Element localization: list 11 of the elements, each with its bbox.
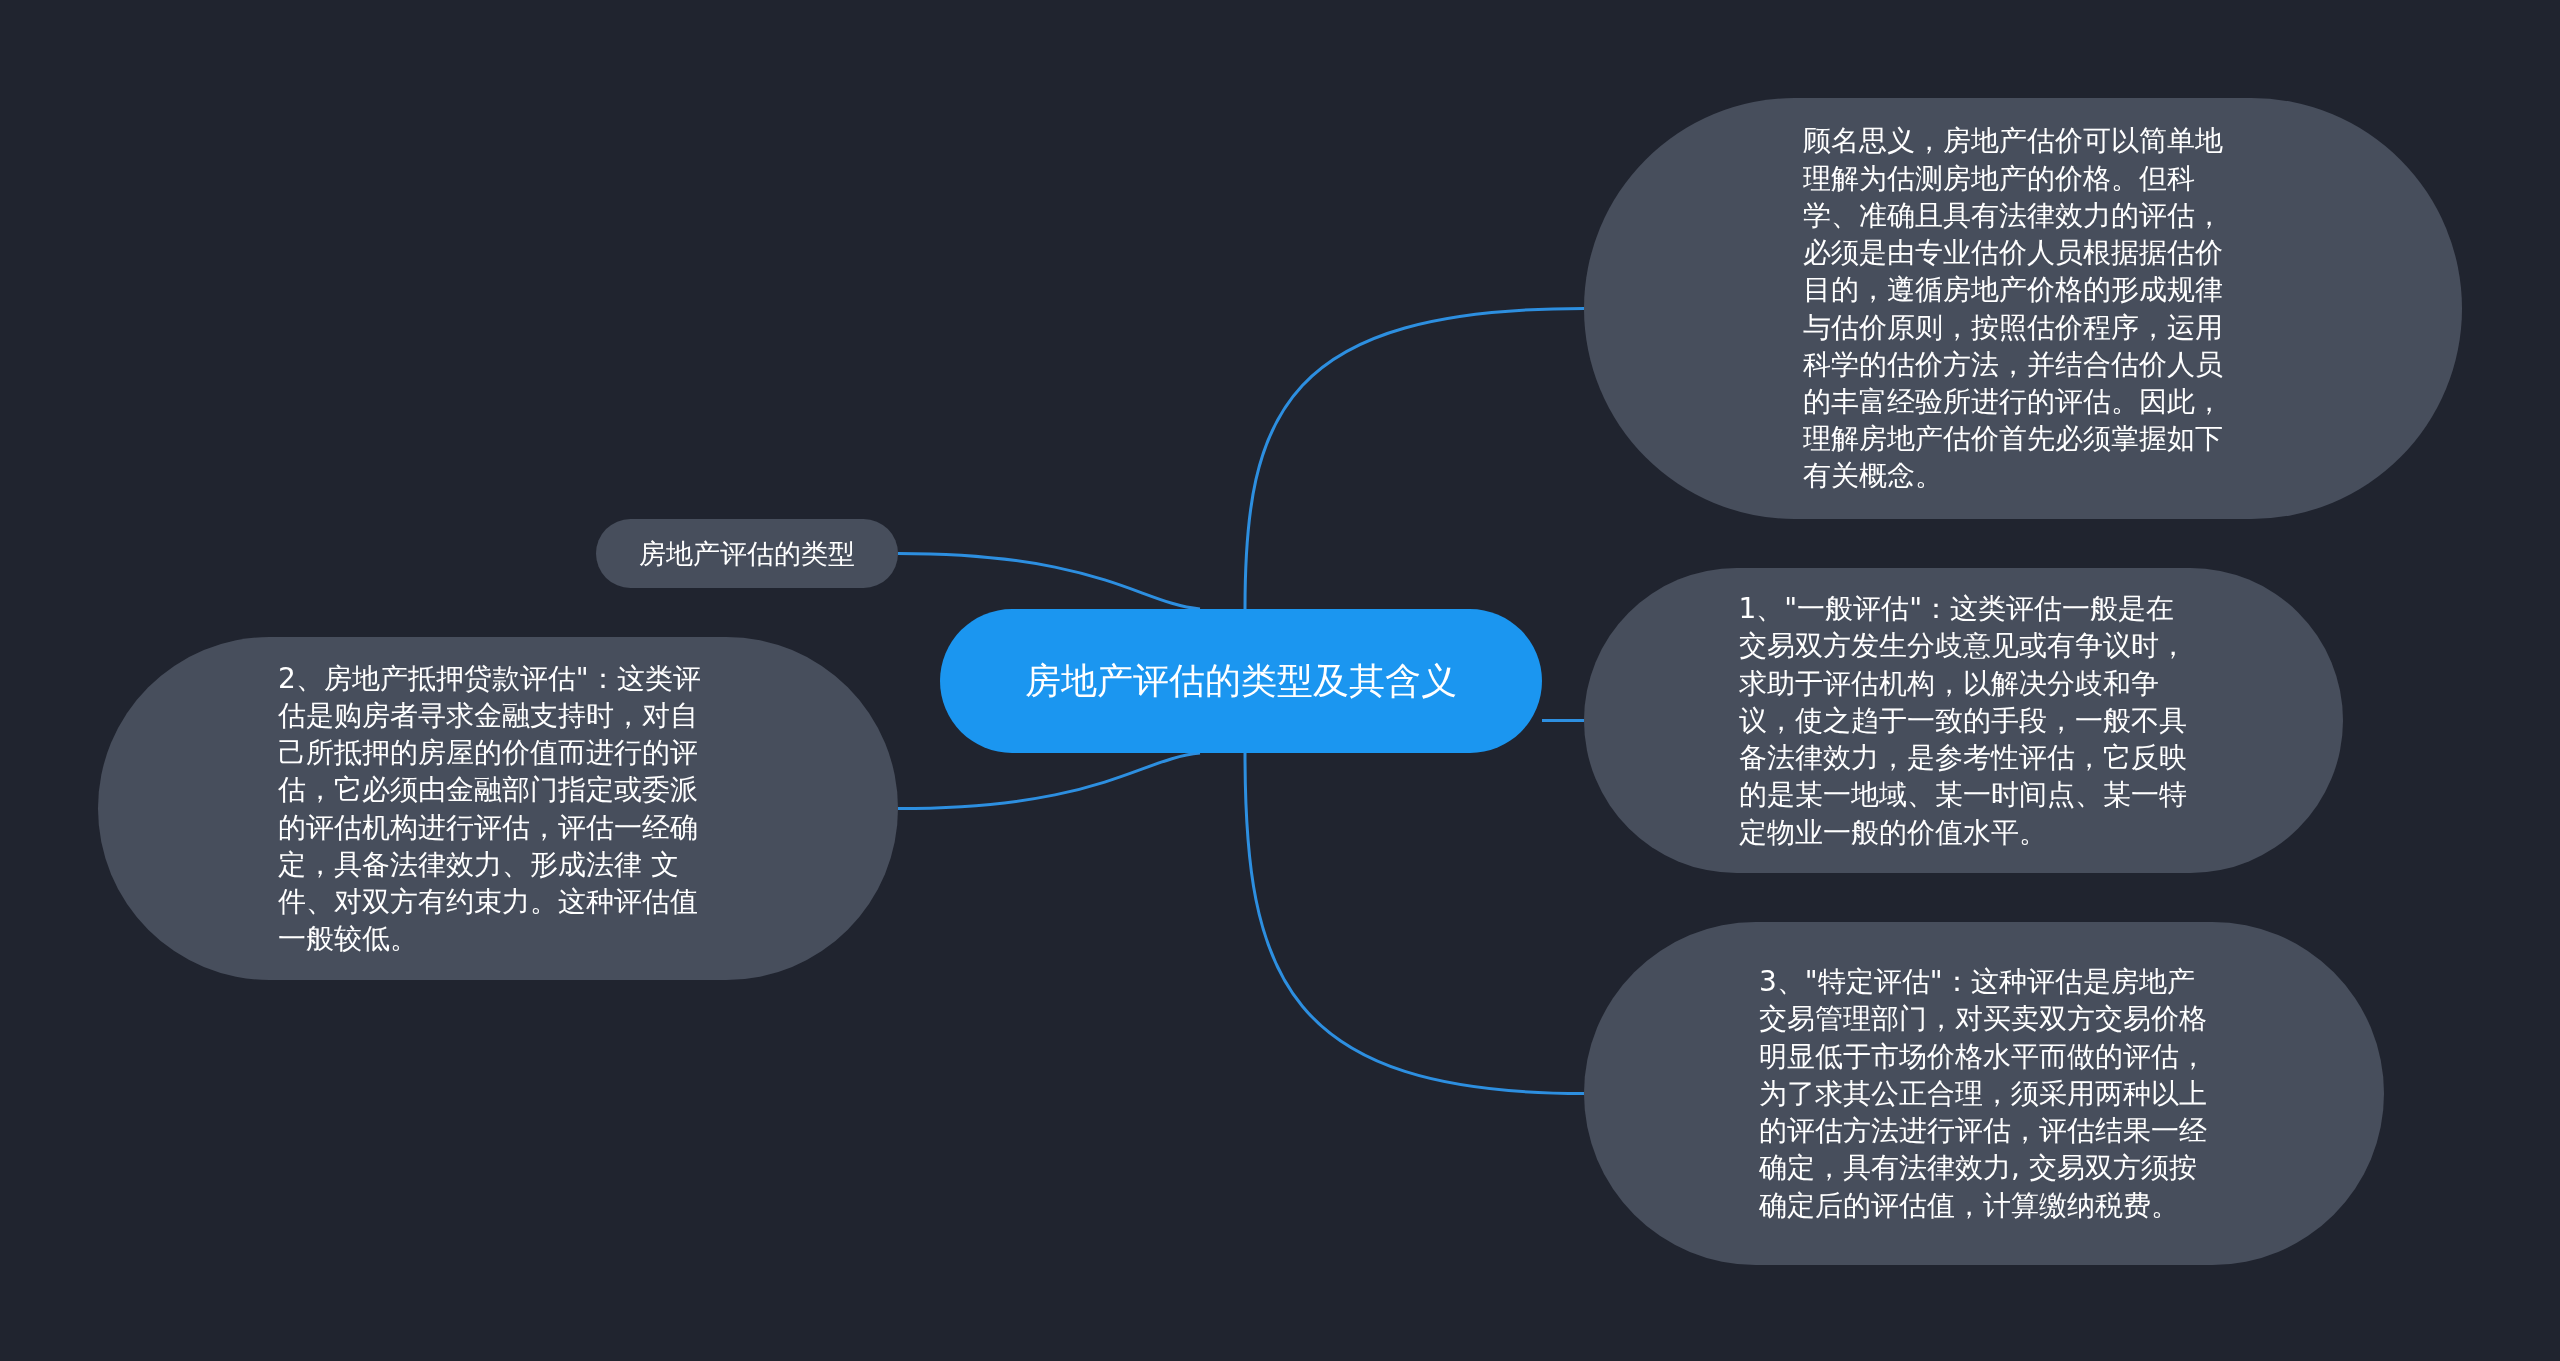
topic-text: 3、"特定评估"：这种评估是房地产交易管理部门，对买卖双方交易价格明显低于市场价格水平而做的评估，为了求其公正合理，须采用两种以上的评估方法进行评估，评估结果一经确定，具有法律效力, 交易双方须按确定后的评估值，计算缴纳税费。 [1759,964,2208,1224]
topic-text: 1、"一般评估"：这类评估一般是在交易双方发生分歧意见或有争议时，求助于评估机构，以解决分歧和争议，使之趋于一致的手段，一般不具备法律效力，是参考性评估，它反映的是某一地域、某一时间点、某一特定物业一般的价值水平。 [1738,591,2188,851]
topic-text: 2、房地产抵押贷款评估"：这类评估是购房者寻求金融支持时，对自己所抵押的房屋的价值而进行的评估，它必须由金融部门指定或委派的评估机构进行评估，评估一经确定，具备法律效力、形成法律 文件、对双方有约束力。这种评估值一般较低。 [278,660,702,958]
topic-text: 房地产评估的类型 [639,536,855,571]
connector-line [1542,719,1584,722]
connector-line [1243,752,1585,1095]
topic-text: 顾名思义，房地产估价可以简单地理解为估测房地产的价格。但科学、准确且具有法律效力的评估，必须是由专业估价人员根据据估价目的，遵循房地产价格的形成规律与估价原则，按照估价程序，运用科学的估价方法，并结合估价人员的丰富经验所进行的评估。因此，理解房地产估价首先必须掌握如下有关概念。 [1803,123,2224,495]
connector-line [897,751,1201,810]
topic-text: 房地产评估的类型及其含义 [1024,659,1458,704]
connector-line [1243,307,1585,610]
connector-line [897,552,1201,611]
